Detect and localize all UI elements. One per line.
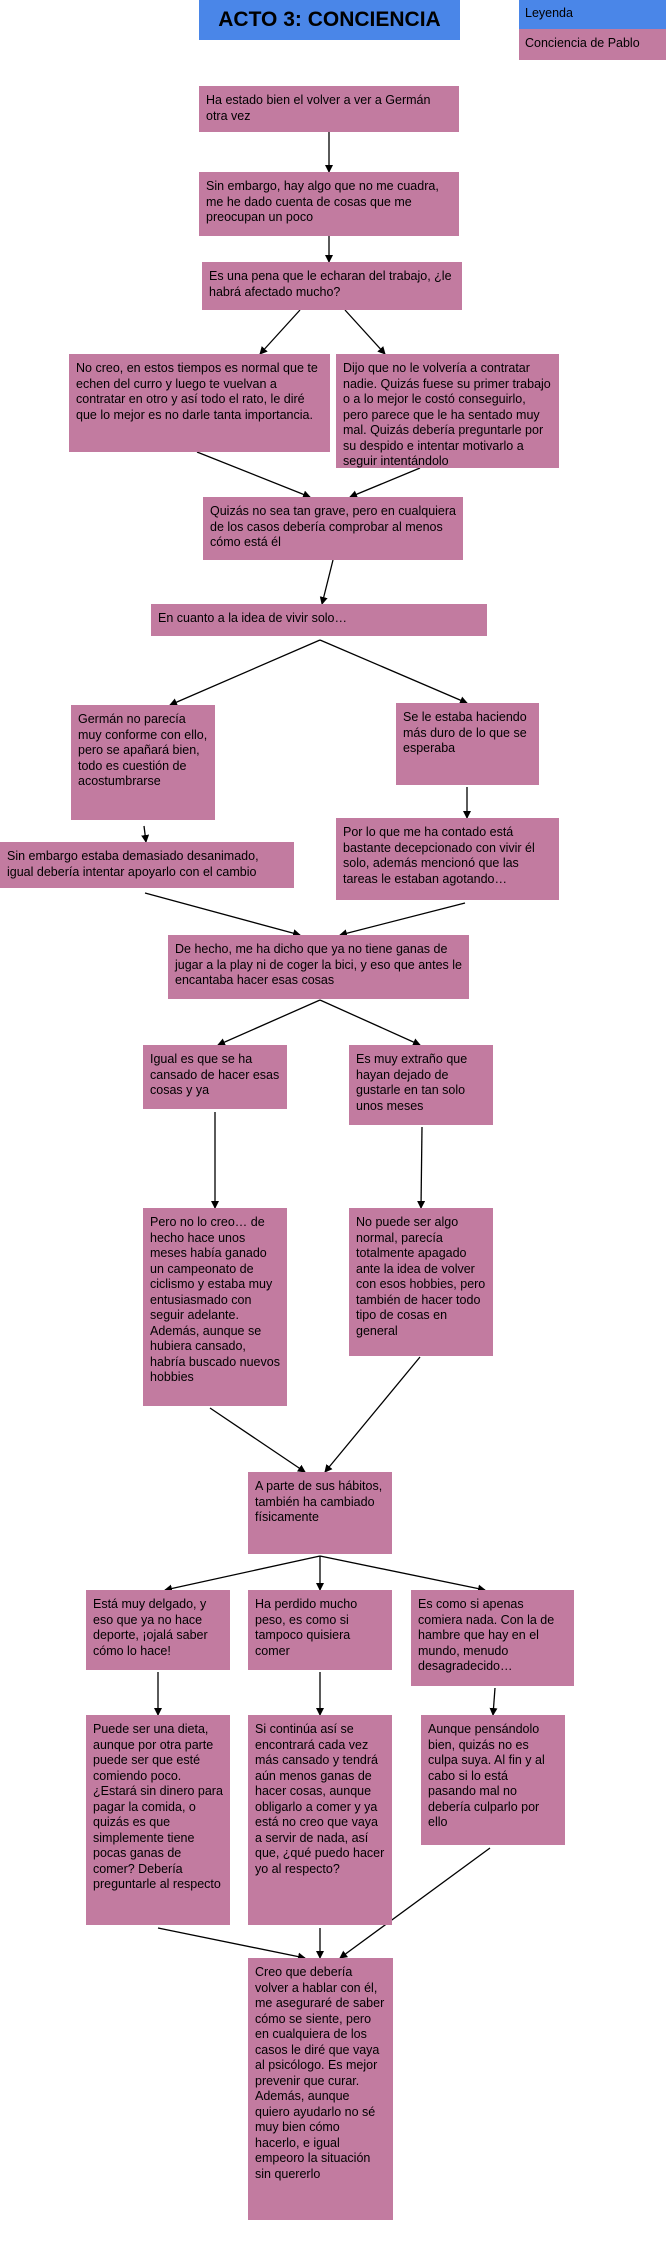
edge-n14-n16	[417, 1126, 426, 1209]
node-apoyarlo-cambio: Sin embargo estaba demasiado desanimado,…	[0, 842, 294, 888]
node-german-no-conforme: Germán no parecía muy conforme con ello,…	[71, 705, 215, 820]
edge-n21-n24	[157, 1927, 306, 1961]
node-extrano-dejado: Es muy extraño que hayan dejado de gusta…	[349, 1045, 493, 1125]
edge-n3-n5	[344, 309, 386, 355]
node-mas-duro: Se le estaba haciendo más duro de lo que…	[396, 703, 539, 785]
node-preguntar-despido: Dijo que no le volvería a contratar nadi…	[336, 354, 559, 468]
edge-n6-n7	[319, 559, 334, 605]
edge-n3-n4	[259, 309, 301, 355]
node-no-darle-importancia: No creo, en estos tiempos es normal que …	[69, 354, 330, 452]
node-campeonato-ciclismo: Pero no lo creo… de hecho hace unos mese…	[143, 1208, 287, 1406]
node-pena-trabajo: Es una pena que le echaran del trabajo, …	[202, 262, 462, 310]
node-no-es-culpa-suya: Aunque pensándolo bien, quizás no es cul…	[421, 1715, 565, 1845]
node-cada-vez-mas-cansado: Si continúa así se encontrará cada vez m…	[248, 1715, 392, 1925]
node-puede-ser-dieta: Puede ser una dieta, aunque por otra par…	[86, 1715, 230, 1925]
edge-n20-n23	[489, 1687, 498, 1716]
node-vivir-solo: En cuanto a la idea de vivir solo…	[151, 604, 487, 636]
node-decepcionado-vivir-solo: Por lo que me ha contado está bastante d…	[336, 818, 559, 900]
node-muy-delgado: Está muy delgado, y eso que ya no hace d…	[86, 1590, 230, 1670]
edge-n8-n10	[141, 825, 150, 843]
edge-n12-n13	[217, 999, 321, 1046]
edge-n5-n6	[349, 467, 421, 499]
node-volver-a-hablar: Creo que debería volver a hablar con él,…	[248, 1958, 393, 2220]
edge-n7-n8	[169, 639, 321, 706]
edge-n23-n24	[339, 1847, 491, 1959]
node-cambiado-fisicamente: A parte de sus hábitos, también ha cambi…	[248, 1472, 392, 1554]
edge-n17-n20	[319, 1555, 486, 1593]
node-totalmente-apagado: No puede ser algo normal, parecía totalm…	[349, 1208, 493, 1356]
node-apenas-comiera: Es como si apenas comiera nada. Con la d…	[411, 1590, 574, 1686]
node-algo-no-cuadra: Sin embargo, hay algo que no me cuadra, …	[199, 172, 459, 236]
node-cansado-cosas: Igual es que se ha cansado de hacer esas…	[143, 1045, 287, 1109]
node-play-bici: De hecho, me ha dicho que ya no tiene ga…	[168, 935, 469, 999]
edge-n10-n12	[144, 892, 301, 938]
node-comprobar-como-esta: Quizás no sea tan grave, pero en cualqui…	[203, 497, 463, 560]
edge-n16-n17	[324, 1356, 421, 1473]
legend-item-pink: Conciencia de Pablo	[519, 29, 666, 60]
edge-n7-n9	[319, 639, 468, 704]
edge-n17-n18	[164, 1555, 321, 1593]
node-perdido-peso: Ha perdido mucho peso, es como si tampoc…	[248, 1590, 392, 1670]
edge-n11-n12	[339, 902, 466, 938]
edge-n12-n14	[319, 999, 421, 1046]
legend-item-blue: Leyenda	[519, 0, 666, 29]
node-volver-a-ver-german: Ha estado bien el volver a ver a Germán …	[199, 86, 459, 132]
edge-n4-n6	[196, 451, 311, 499]
edge-n15-n17	[209, 1407, 306, 1473]
diagram-title: ACTO 3: CONCIENCIA	[199, 0, 460, 40]
